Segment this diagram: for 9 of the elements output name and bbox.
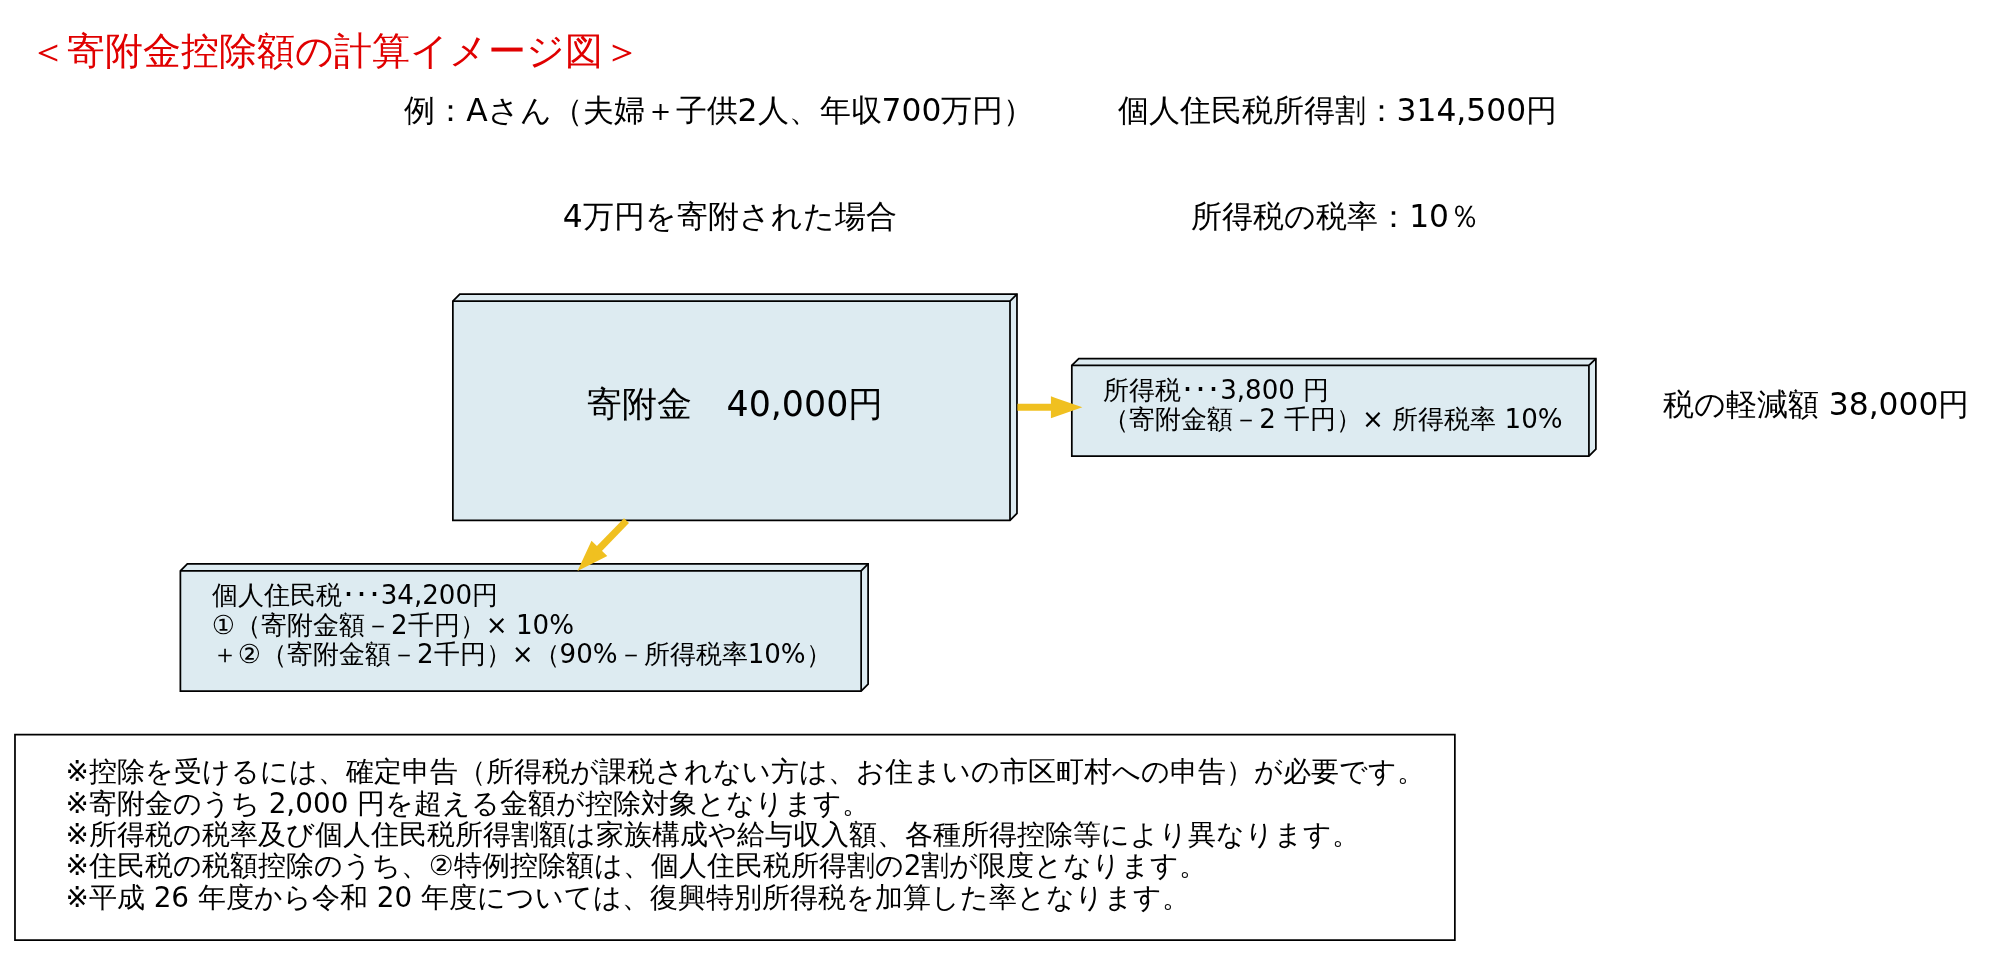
arrow [577,517,629,571]
label: 例：Aさん（夫婦＋子供2人、年収700万円） [404,91,1035,128]
label: 個人住民税所得割：314,500円 [1117,91,1558,128]
arrow [1017,395,1083,418]
label: 所得税の税率：10％ [1191,197,1481,234]
node-box: ※控除を受けるには、確定申告（所得税が課税されない方は、お住まいの市区町村への申告）が必要です。 ※寄附金のうち 2,000 円を超える金額が控除対象となります。 ※所得税の税率及び個人住民税所得割額は家族構成や給与収入額、各種所得控除等により異なります。 ※住民税の税額控除のうち、②特例控除額は、個人住民税所得割の2割が限度となります。 ※平成 26 年度から令和 20 年度については、復興特別所得税を加算した率となります。 [14,733,1456,941]
label: 4万円を寄附された場合 [562,197,897,234]
diagram-title: ＜寄附金控除額の計算イメージ図＞ [29,27,642,73]
label: 税の軽減額 38,000円 [1662,385,1970,422]
